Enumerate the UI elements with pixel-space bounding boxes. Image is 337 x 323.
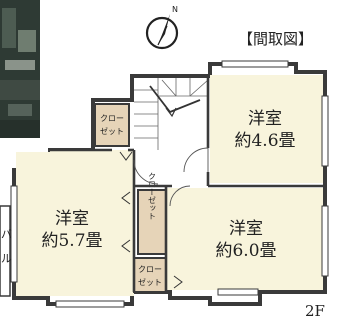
closet-bottom-line2: ゼット <box>138 277 162 287</box>
room-a-size: 約4.6畳 <box>234 131 295 151</box>
plan-heading: 【間取図】 <box>238 30 313 48</box>
room-a-fill <box>210 75 323 183</box>
staircase <box>134 78 209 150</box>
room-b-name: 洋室 <box>55 209 89 229</box>
doors <box>133 147 209 207</box>
balcony-char-2: ル <box>1 252 12 265</box>
north-label: N <box>172 5 178 14</box>
closet-bottom-line1: クロー <box>138 265 162 274</box>
closet-vertical-label: クローゼット <box>148 172 157 220</box>
interior-walls <box>50 76 325 292</box>
room-c-size: 約6.0畳 <box>215 241 276 261</box>
balcony-edge <box>0 205 11 297</box>
hallway <box>134 150 208 186</box>
room-b-size: 約5.7畳 <box>41 231 102 251</box>
windows <box>10 60 329 308</box>
room-a-name: 洋室 <box>248 109 282 129</box>
closet-top-line1: クロー <box>100 114 124 123</box>
floor-label: 2F <box>305 302 325 320</box>
closet-top <box>94 103 130 147</box>
closet-top-line2: ゼット <box>100 126 124 136</box>
closet-vertical <box>137 189 167 255</box>
balcony-char-1: バ <box>1 228 12 241</box>
room-c-fill <box>166 188 323 290</box>
room-b-fill <box>16 152 134 296</box>
north-compass-icon <box>145 14 179 50</box>
exterior-photo <box>0 0 40 138</box>
room-c-name: 洋室 <box>229 219 263 239</box>
